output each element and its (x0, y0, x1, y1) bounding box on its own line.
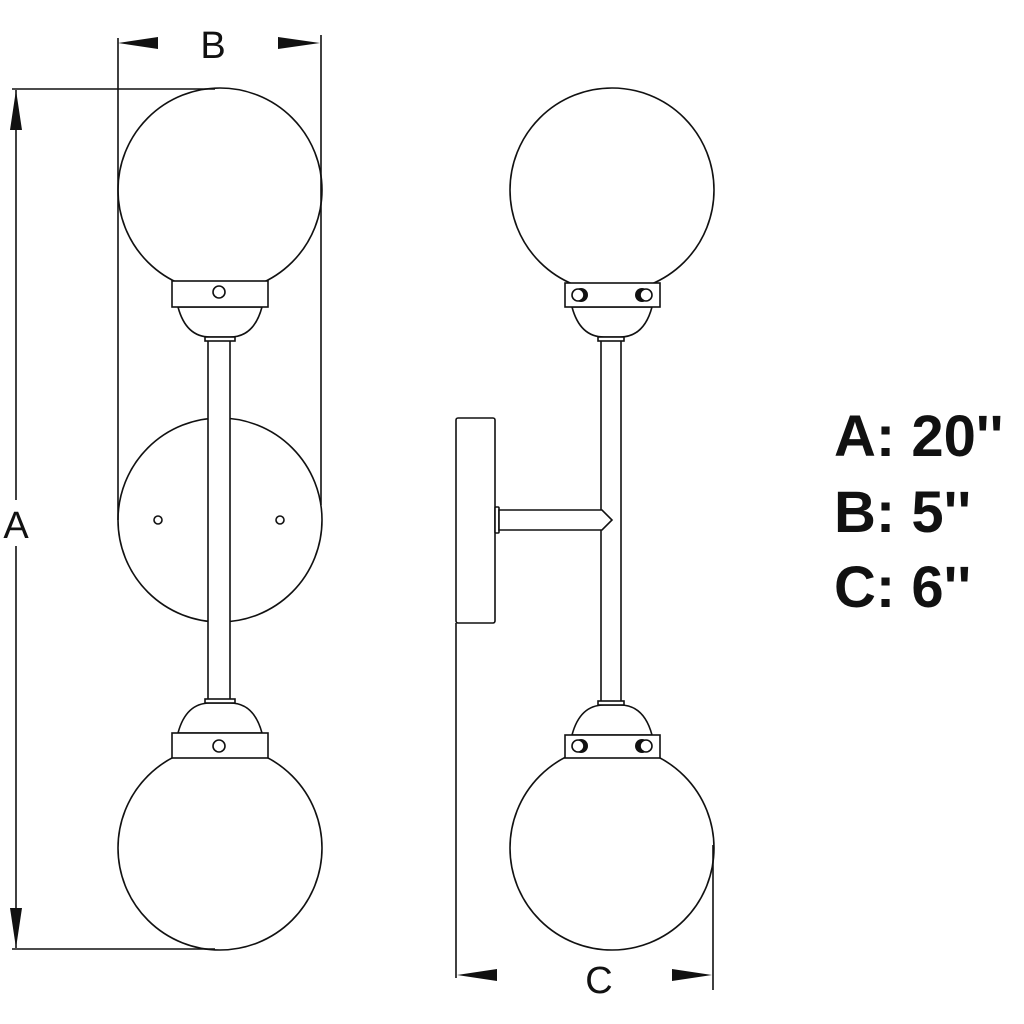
front-top-neck (204, 336, 236, 342)
arrow-left-icon (118, 37, 158, 49)
side-arm (498, 509, 614, 531)
dimension-label-a: A (3, 505, 29, 547)
dimension-a: A (0, 88, 215, 950)
arrow-right-icon (672, 969, 712, 981)
side-top-neck (597, 336, 625, 342)
backplate-screw-hole (153, 515, 163, 525)
side-bottom-neck (597, 700, 625, 706)
front-bottom-neck (204, 698, 236, 704)
arrow-down-icon (10, 908, 22, 948)
arrow-up-icon (10, 90, 22, 130)
band-screw (571, 739, 585, 753)
dimension-label-b: B (200, 25, 225, 67)
band-screw (571, 288, 585, 302)
side-top-dome (570, 306, 654, 338)
band-screw (639, 739, 653, 753)
side-view (455, 87, 715, 951)
side-bottom-band (564, 734, 661, 759)
front-view (117, 87, 323, 951)
arrow-right-icon (278, 37, 320, 49)
dimension-label-c: C (585, 960, 612, 1002)
arrow-left-icon (457, 969, 497, 981)
front-bottom-globe (117, 745, 323, 951)
front-bottom-dome (176, 702, 264, 734)
side-bottom-dome (570, 704, 654, 736)
spec-c: C: 6'' (834, 555, 971, 620)
spec-a: A: 20'' (834, 404, 1003, 469)
band-screw (212, 739, 226, 753)
backplate-screw-hole (275, 515, 285, 525)
front-stem (207, 339, 231, 703)
side-bottom-globe (509, 745, 715, 951)
dimension-c: C (455, 623, 714, 1002)
band-screw (212, 285, 226, 299)
band-screw (639, 288, 653, 302)
front-top-dome (176, 306, 264, 338)
side-top-globe (509, 87, 715, 293)
spec-b: B: 5'' (834, 480, 971, 545)
side-backplate (455, 417, 496, 624)
dimension-b: B (117, 25, 322, 520)
front-top-globe (117, 87, 323, 293)
dimension-specs: A: 20'' B: 5'' C: 6'' (834, 404, 1003, 620)
